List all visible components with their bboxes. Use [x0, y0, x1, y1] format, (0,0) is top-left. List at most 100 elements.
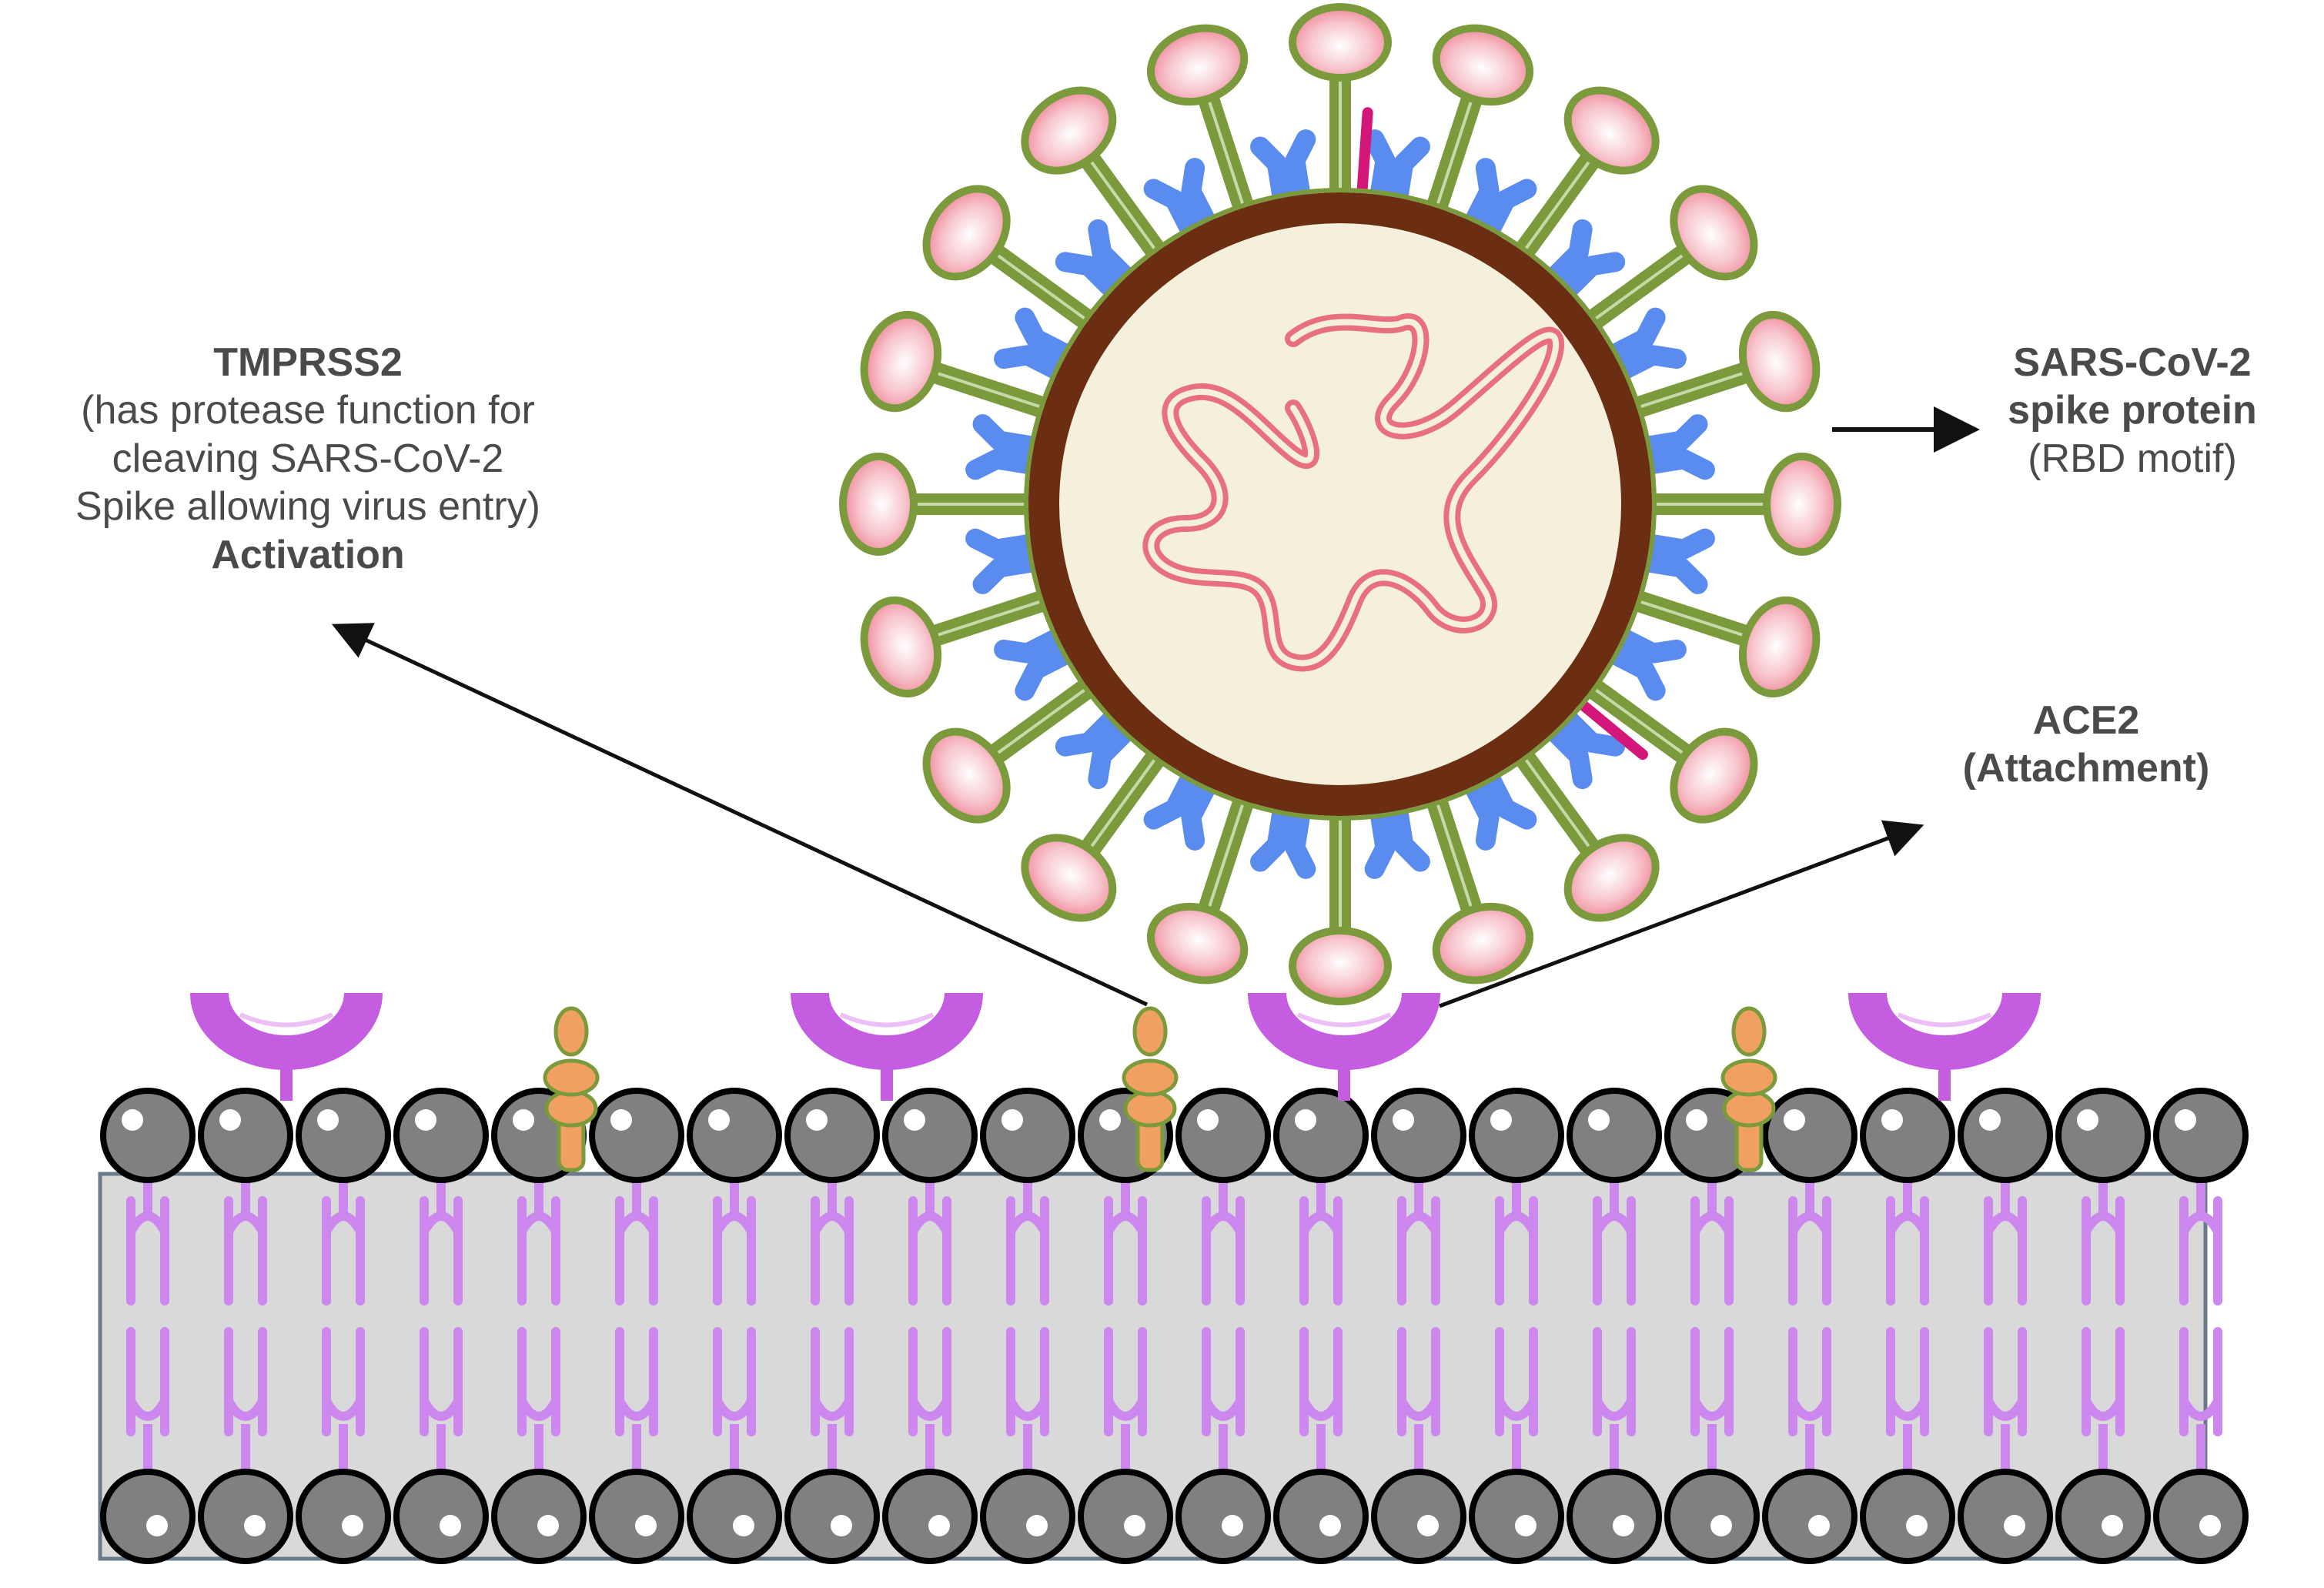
spike-head — [1563, 86, 1660, 175]
lipid-head-highlight — [1784, 1109, 1805, 1131]
lipid-tail-inner — [1984, 1327, 2027, 1436]
spike-protein-icon — [1578, 185, 1758, 334]
lipid-head-outer — [2055, 1088, 2151, 1183]
spike-protein-icon — [1146, 24, 1256, 222]
spike-head — [1738, 310, 1821, 413]
spike-title-1: SARS-CoV-2 — [2013, 340, 2252, 385]
spike-head — [1670, 727, 1758, 824]
lipid-tail-inner — [420, 1327, 463, 1436]
lipid-head-outer — [393, 1088, 489, 1183]
spike-protein-icon — [1578, 674, 1758, 824]
lipid-tail-outer — [1495, 1196, 1538, 1306]
lipid-head-inner — [980, 1469, 1075, 1564]
lipid-head-highlight — [1613, 1515, 1634, 1536]
spike-stalk-highlight — [1520, 151, 1597, 256]
lipid-tail-outer — [126, 1196, 169, 1306]
lipid-head-outer — [1273, 1088, 1369, 1183]
spike-head — [1146, 24, 1249, 106]
ace2-receptor-icon — [1848, 993, 2041, 1101]
tmprss2-bead — [543, 1058, 600, 1097]
spike-head — [1763, 453, 1841, 556]
tmprss2-bead — [553, 1006, 589, 1057]
envelope-protein-icon — [1356, 107, 1373, 196]
lipid-tail-outer — [224, 1196, 267, 1306]
spike-stalk-highlight — [1632, 368, 1754, 411]
lipid-head-highlight — [1222, 1515, 1243, 1536]
envelope-protein-icon — [1577, 700, 1648, 761]
ace2-sub: (Attachment) — [1962, 746, 2210, 791]
lipid-tail-inner — [1104, 1327, 1147, 1436]
lipid-head-highlight — [1417, 1515, 1439, 1536]
tmprss2-title: TMPRSS2 — [213, 340, 403, 385]
lipid-head-outer — [882, 1088, 978, 1183]
lipid-tail-inner — [126, 1327, 169, 1436]
lipid-head-inner — [2153, 1469, 2249, 1564]
lipid-head-highlight — [1808, 1515, 1830, 1536]
lipid-head-inner — [1664, 1469, 1760, 1564]
tmprss2-line3: Spike allowing virus entry) — [75, 484, 541, 530]
lipid-head-highlight — [831, 1515, 852, 1536]
spike-protein-icon — [1146, 786, 1256, 985]
spike-protein-icon — [1424, 24, 1534, 222]
lipid-head-highlight — [2004, 1515, 2025, 1536]
spike-head — [1289, 927, 1392, 1005]
spike-head — [860, 596, 942, 698]
spike-head — [1563, 834, 1660, 922]
lipid-head-outer — [1860, 1088, 1955, 1183]
spike-stalk-highlight — [1588, 247, 1694, 325]
spike-stalk-highlight — [1083, 752, 1161, 858]
lipid-tail-outer — [2179, 1196, 2222, 1306]
lipid-tail-outer — [1202, 1196, 1245, 1306]
ace2-receptor-icon — [791, 993, 983, 1101]
lipid-tail-outer — [420, 1196, 463, 1306]
lipid-head-highlight — [708, 1109, 730, 1131]
lipid-head-inner — [1078, 1469, 1173, 1564]
spike-stalk-highlight — [926, 597, 1048, 640]
lipid-tail-inner — [1690, 1327, 1734, 1436]
tmprss2-line2: cleaving SARS-CoV-2 — [112, 436, 504, 481]
lipid-head-highlight — [146, 1515, 168, 1536]
membrane-protein-icon — [1603, 627, 1687, 701]
spike-protein-icon — [1622, 588, 1821, 698]
tmprss2-protein-icon — [1122, 1006, 1179, 1172]
spike-protein-icon — [1021, 86, 1170, 266]
lipid-head-highlight — [513, 1109, 534, 1131]
surface-proteins — [190, 993, 2041, 1172]
lipid-head-highlight — [1295, 1109, 1316, 1131]
tmprss2-bead — [544, 1089, 598, 1128]
lipid-head-outer — [687, 1088, 782, 1183]
spike-head — [1738, 596, 1821, 698]
lipid-head-highlight — [2077, 1109, 2098, 1131]
spike-head — [922, 727, 1011, 824]
lipid-head-highlight — [1001, 1109, 1023, 1131]
lipid-head-highlight — [122, 1109, 143, 1131]
tmprss2-bead — [1720, 1058, 1777, 1097]
lipid-tail-outer — [1984, 1196, 2027, 1306]
lipid-tail-inner — [2179, 1327, 2222, 1436]
lipid-tail-outer — [615, 1196, 658, 1306]
lipid-head-outer — [980, 1088, 1075, 1183]
tmprss2-label: TMPRSS2 (has protease function for cleav… — [15, 339, 600, 579]
tmprss2-arrow — [331, 623, 1149, 1007]
ace2-cup — [190, 993, 383, 1070]
lipid-head-inner — [882, 1469, 978, 1564]
tmprss2-bead — [1123, 1089, 1177, 1128]
lipid-tail-inner — [811, 1327, 854, 1436]
lipid-head-highlight — [928, 1515, 950, 1536]
spike-head — [860, 310, 942, 413]
spike-sub: (RBD motif) — [2028, 436, 2237, 481]
lipid-tail-inner — [1006, 1327, 1049, 1436]
spike-stalk-highlight — [1520, 752, 1597, 858]
lipid-head-highlight — [2199, 1515, 2221, 1536]
lipid-head-highlight — [2102, 1515, 2123, 1536]
lipid-tail-outer — [1690, 1196, 1734, 1306]
lipid-head-highlight — [537, 1515, 559, 1536]
tmprss2-protein-icon — [543, 1006, 600, 1172]
lipid-tail-outer — [1006, 1196, 1049, 1306]
lipid-tail-inner — [1202, 1327, 1245, 1436]
tmprss2-activation: Activation — [211, 532, 405, 577]
lipid-head-inner — [1371, 1469, 1466, 1564]
lipid-tails — [126, 1180, 2222, 1472]
lipid-head-outer — [784, 1088, 880, 1183]
